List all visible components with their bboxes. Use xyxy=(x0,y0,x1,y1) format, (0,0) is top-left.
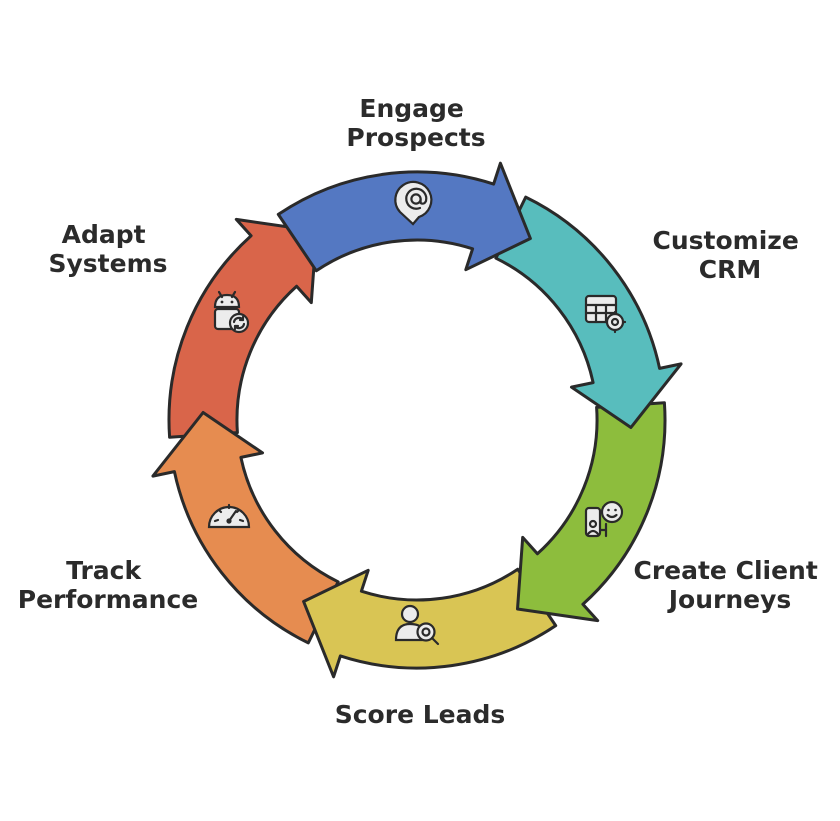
label-engage-prospects: Engage Prospects xyxy=(346,94,485,152)
label-adapt-systems: Adapt Systems xyxy=(48,220,167,278)
label-score-leads: Score Leads xyxy=(335,700,506,729)
gauge-icon xyxy=(207,503,251,529)
journey-person-icon xyxy=(584,500,624,538)
user-search-icon xyxy=(394,604,440,646)
label-track-performance: Track Performance xyxy=(18,556,198,614)
android-sync-icon xyxy=(213,290,250,334)
label-create-client-journeys: Create Client Journeys xyxy=(633,556,826,614)
at-sign-icon xyxy=(394,180,433,226)
stage-icons xyxy=(207,180,627,646)
stage-labels: Engage Prospects Customize CRM Create Cl… xyxy=(18,94,826,729)
table-gear-icon xyxy=(584,294,627,334)
label-customize-crm: Customize CRM xyxy=(653,226,808,284)
cycle-arrows xyxy=(151,161,683,679)
arrow-score-leads xyxy=(302,567,558,679)
